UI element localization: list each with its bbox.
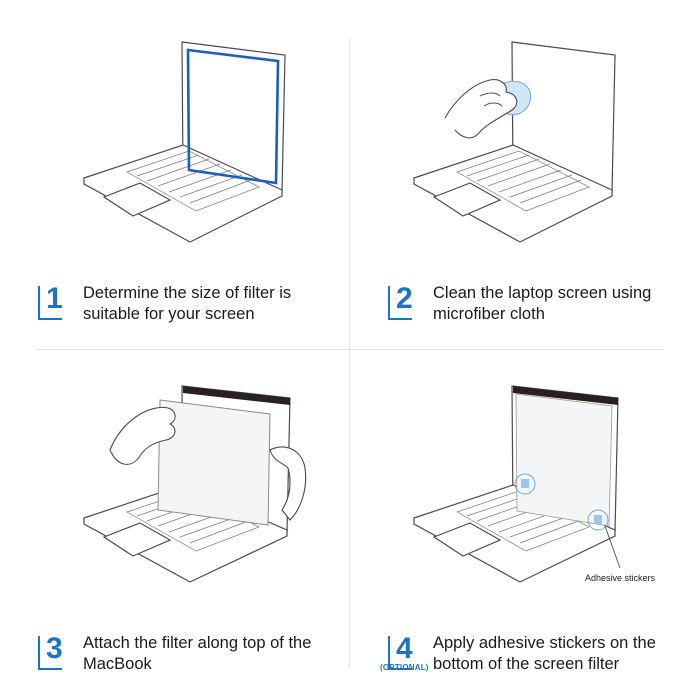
step-4-panel: 4 Apply adhesive stickers on the bottom … bbox=[350, 350, 700, 700]
step-3-panel: 3 Attach the filter along top of the Mac… bbox=[0, 350, 350, 700]
laptop-cleaning-illustration bbox=[350, 0, 700, 270]
step-number: 3 bbox=[46, 632, 63, 666]
step-number: 1 bbox=[46, 282, 63, 316]
laptop-attach-filter-illustration bbox=[0, 350, 350, 620]
step-number: 2 bbox=[396, 282, 413, 316]
step-2-panel: 2 Clean the laptop screen using microfib… bbox=[350, 0, 700, 350]
step-description: Determine the size of filter is suitable… bbox=[83, 283, 343, 325]
adhesive-stickers-label: Adhesive stickers bbox=[585, 573, 655, 583]
step-1-panel: 1 Determine the size of filter is suitab… bbox=[0, 0, 350, 350]
step-3: 3 Attach the filter along top of the Mac… bbox=[0, 630, 350, 690]
optional-tag: (OPTIONAL) bbox=[380, 663, 429, 672]
step-number: 4 bbox=[396, 632, 413, 666]
step-4: 4 Apply adhesive stickers on the bottom … bbox=[350, 630, 700, 690]
step-1: 1 Determine the size of filter is suitab… bbox=[0, 280, 350, 340]
step-description: Clean the laptop screen using microfiber… bbox=[433, 283, 693, 325]
laptop-highlight-illustration bbox=[0, 0, 350, 270]
step-description: Apply adhesive stickers on the bottom of… bbox=[433, 633, 693, 675]
step-2: 2 Clean the laptop screen using microfib… bbox=[350, 280, 700, 340]
step-description: Attach the filter along top of the MacBo… bbox=[83, 633, 343, 675]
